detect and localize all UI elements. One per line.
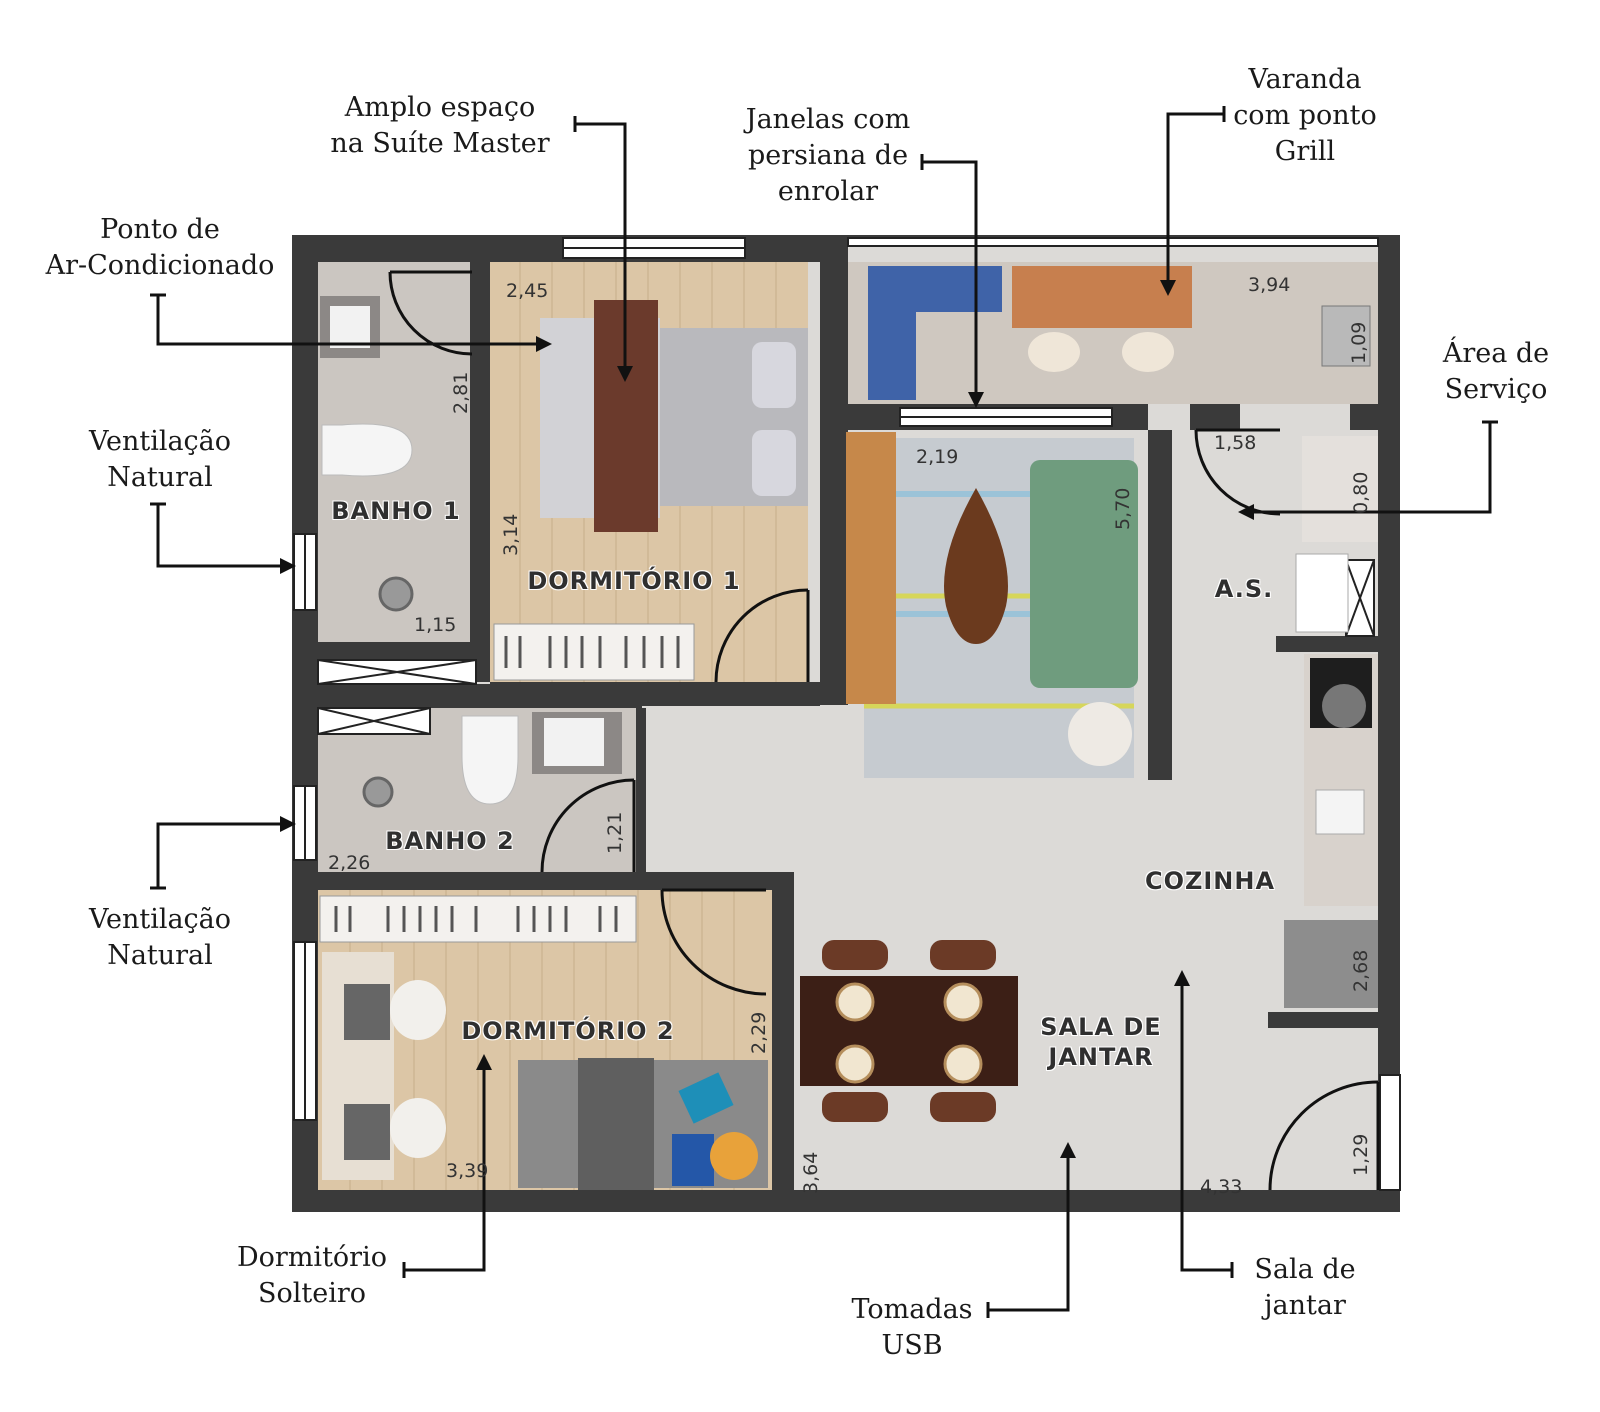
- balcony-table: [1012, 266, 1192, 328]
- dim-2-81: 2,81: [450, 371, 472, 414]
- wall-dorm2-right: [772, 872, 794, 1190]
- dim-0-80: 0,80: [1350, 471, 1372, 514]
- wall-dorm1-balcony: [820, 235, 848, 705]
- callout-suite-master: Amplo espaço na Suíte Master: [330, 92, 550, 159]
- wall-outer-right: [1378, 235, 1400, 1212]
- room-label-sala-de-jantar: SALA DE JANTAR: [1040, 1013, 1162, 1071]
- dorm2-wardrobe: [319, 895, 637, 943]
- callout-ar-condicionado: Ponto de Ar-Condicionado: [45, 214, 275, 281]
- wall-bath2-bottom: [292, 872, 782, 890]
- dorm1-wardrobe: [493, 623, 695, 681]
- bath1-toilet: [321, 423, 413, 477]
- dim-1-15: 1,15: [414, 614, 457, 636]
- dim-3-14: 3,14: [500, 513, 522, 556]
- callout-tomadas-usb: Tomadas USB: [851, 1294, 973, 1361]
- room-label-dormitorio-1: DORMITÓRIO 1: [527, 567, 741, 595]
- bath2-shower: [362, 776, 394, 808]
- laundry-sink: [1295, 553, 1349, 633]
- dim-1-58: 1,58: [1214, 432, 1257, 454]
- callout-ventilacao-2: Ventilação Natural: [88, 904, 232, 971]
- callout-varanda: Varanda com ponto Grill: [1233, 64, 1377, 167]
- dim-3-39: 3,39: [446, 1160, 489, 1182]
- shafts: [317, 659, 477, 735]
- bath2-toilet: [461, 715, 519, 805]
- dim-2-68: 2,68: [1350, 949, 1372, 992]
- fridge: [1284, 920, 1378, 1008]
- wall-outer-bottom: [292, 1190, 1382, 1212]
- room-label-banho-2: BANHO 2: [385, 827, 515, 855]
- wall-bath1-dorm1: [470, 262, 490, 682]
- room-label-dormitorio-2: DORMITÓRIO 2: [461, 1017, 675, 1045]
- dim-2-26: 2,26: [328, 852, 371, 874]
- wall-bath1-bottom: [318, 642, 488, 660]
- dim-1-21: 1,21: [604, 811, 626, 854]
- callout-sala-jantar: Sala de jantar: [1254, 1254, 1356, 1321]
- wall-kitchen-end: [1268, 1012, 1378, 1028]
- dim-2-29: 2,29: [748, 1011, 770, 1054]
- room-label-banho-1: BANHO 1: [331, 497, 461, 525]
- laundry-counter: [1302, 436, 1378, 542]
- dim-2-45: 2,45: [506, 280, 549, 302]
- grill: [1321, 305, 1371, 367]
- dining-table: [800, 976, 1018, 1086]
- balcony-sofa: [868, 266, 1002, 400]
- wall-living-as: [1148, 430, 1172, 780]
- callout-arrowheads: [280, 280, 1254, 1158]
- room-label-cozinha: COZINHA: [1144, 867, 1276, 895]
- dim-3-94: 3,94: [1248, 274, 1291, 296]
- dim-2-19: 2,19: [916, 446, 959, 468]
- room-label-as: A.S.: [1214, 575, 1274, 603]
- wall-bath2-right: [636, 708, 646, 872]
- wall-shaft: [292, 684, 642, 708]
- tv-rack: [846, 432, 896, 704]
- wall-balcony-as: [1190, 404, 1240, 430]
- callout-area-servico: Área de Serviço: [1442, 338, 1550, 405]
- coffee-table: [944, 488, 1008, 644]
- kitchen-sink: [1315, 789, 1365, 835]
- dim-1-29: 1,29: [1350, 1133, 1372, 1176]
- wall-as-counter: [1276, 636, 1378, 652]
- callout-janelas: Janelas com persiana de enrolar: [745, 104, 911, 207]
- dim-3-64: 3,64: [800, 1151, 822, 1194]
- bath1-shower: [378, 576, 414, 612]
- windows: [293, 237, 1401, 1191]
- callout-ventilacao-1: Ventilação Natural: [88, 426, 232, 493]
- living-sofa: [1030, 460, 1138, 688]
- callout-lines: [150, 106, 1498, 1318]
- side-table: [1068, 702, 1132, 766]
- dim-1-09: 1,09: [1348, 321, 1370, 364]
- dim-4-33: 4,33: [1200, 1176, 1243, 1198]
- wall-balcony-as-2: [1350, 404, 1380, 430]
- dim-5-70: 5,70: [1112, 487, 1134, 530]
- callout-dormitorio-solteiro: Dormitório Solteiro: [237, 1242, 387, 1309]
